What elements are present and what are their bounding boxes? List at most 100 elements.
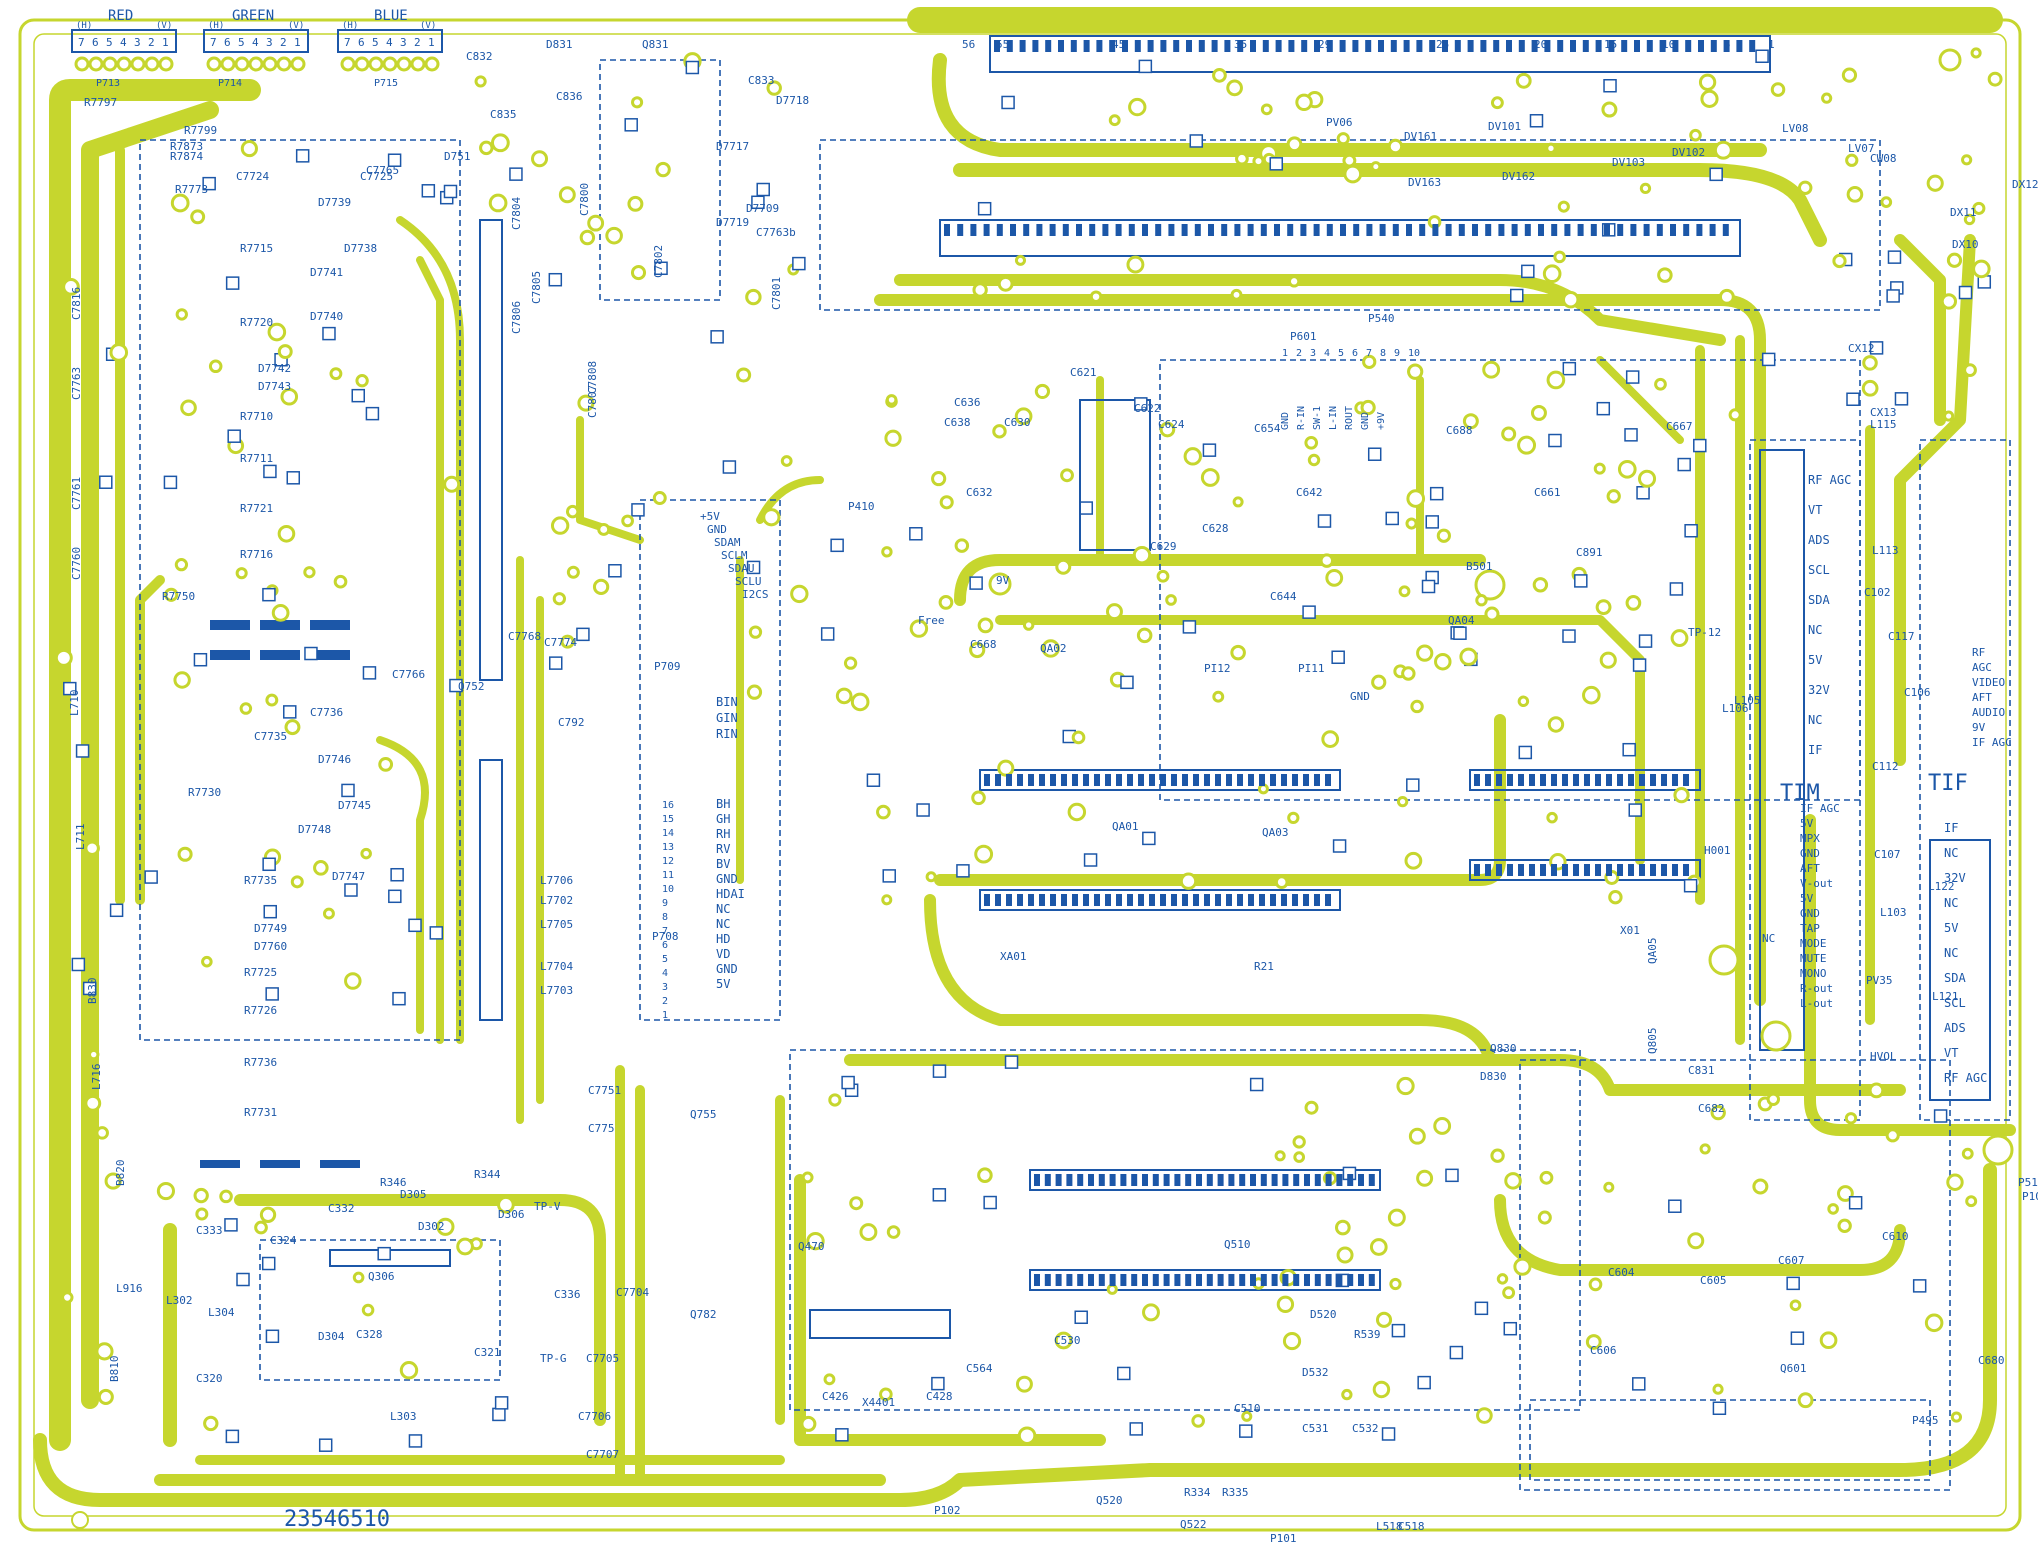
component-ref-label: C530 — [1054, 1334, 1081, 1347]
smd-pad — [1182, 620, 1197, 634]
component-ref-label: D7745 — [338, 799, 371, 812]
p708-pin-number: 13 — [662, 842, 674, 853]
through-hole-pad — [745, 288, 762, 306]
through-hole-pad — [1034, 383, 1051, 400]
through-hole-pad — [1625, 595, 1642, 611]
component-ref-label: Q306 — [368, 1270, 395, 1283]
component-ref-label: C107 — [1874, 848, 1901, 861]
p601-pin-number: 5 — [1338, 348, 1344, 359]
ic-pin — [1506, 40, 1512, 52]
through-hole-pad — [850, 692, 870, 712]
ic-pin — [1239, 1274, 1246, 1286]
connector-pin-pad — [276, 56, 292, 72]
through-hole-pad — [1841, 67, 1858, 83]
tif-top-signal-label: IF AGC — [1972, 736, 2012, 749]
connector-pin-pad — [88, 56, 104, 72]
p601-signal-label: R-IN — [1296, 406, 1307, 430]
through-hole-pad — [1159, 421, 1176, 438]
p708-signal-label: NC — [716, 902, 730, 916]
ic-pin — [1670, 224, 1676, 236]
smd-pad — [1134, 397, 1148, 411]
smd-pad — [932, 1188, 947, 1202]
ic-pin — [1072, 774, 1078, 786]
through-hole-pad — [109, 343, 129, 362]
component-ref-label: C630 — [1004, 416, 1031, 429]
ic-pin — [1454, 40, 1461, 52]
through-hole-pad — [1362, 354, 1377, 369]
p708-signal-label: BV — [716, 857, 730, 871]
through-hole-pad — [1054, 1331, 1073, 1350]
component-labels: R7797R7799R7873R7874R7773R7715R7720R7710… — [68, 38, 2038, 1545]
ic-pin — [1659, 40, 1666, 52]
tim-right-signal-label: 5V — [1800, 892, 1814, 905]
smd-pad — [408, 918, 422, 933]
component-ref-label: B501 — [1466, 560, 1493, 573]
p410-signal-label: +5V — [700, 510, 720, 523]
smd-pad — [1529, 114, 1544, 128]
component-ref-label: C7725 — [360, 170, 393, 183]
through-hole-pad — [992, 424, 1007, 439]
top-header-pin-number: 1 — [1768, 38, 1775, 51]
through-hole-pad — [1416, 644, 1434, 662]
component-ref-label: B830 — [86, 978, 99, 1005]
ic-pin — [1584, 864, 1590, 876]
ic-pin — [1115, 224, 1122, 236]
through-hole-pad — [884, 429, 902, 447]
component-ref-label: C654 — [1254, 422, 1281, 435]
component-ref-label: D7738 — [344, 242, 377, 255]
through-hole-pad — [977, 1167, 993, 1183]
p708-pin-number: 11 — [662, 870, 674, 881]
ic-pin — [1023, 224, 1030, 236]
ic-pin — [1646, 40, 1653, 52]
ic-pin — [1259, 894, 1265, 906]
ic-pin — [1544, 40, 1551, 52]
top-header-pin-number: 5 — [1724, 38, 1731, 51]
through-hole-pad — [886, 1225, 901, 1239]
ic-pin — [1028, 894, 1034, 906]
smd-pad — [1622, 742, 1636, 757]
smd-pad — [99, 475, 113, 489]
component-ref-label: LV08 — [1782, 122, 1809, 135]
ic-pin — [1217, 1274, 1224, 1286]
ic-pin — [1353, 224, 1360, 236]
ic-pin — [1058, 40, 1064, 52]
component-ref-label: L302 — [166, 1294, 193, 1307]
ic-pin — [1577, 224, 1584, 236]
component-ref-label: C7735 — [254, 730, 287, 743]
through-hole-pad — [1588, 1277, 1603, 1292]
component-ref-label: C7706 — [578, 1410, 611, 1423]
smd-pad — [1693, 438, 1707, 453]
top-header-pin-number: 15 — [1604, 38, 1617, 51]
smd-pad — [144, 870, 158, 884]
smd-pad — [236, 1272, 250, 1287]
component-ref-label: XA01 — [1000, 950, 1027, 963]
ic-pin — [1149, 774, 1155, 786]
ic-pin — [1445, 224, 1452, 236]
component-ref-label: C7724 — [236, 170, 269, 183]
component-ref-label: C605 — [1700, 1274, 1727, 1287]
p601-label: P601 — [1290, 330, 1317, 343]
ic-pin — [1006, 894, 1012, 906]
through-hole-pad — [1336, 132, 1350, 146]
component-ref-label: D306 — [498, 1208, 525, 1221]
through-hole-pad — [1718, 288, 1735, 305]
ic-pin — [1339, 40, 1346, 52]
ic-pin — [1303, 894, 1309, 906]
through-hole-pad — [971, 790, 986, 806]
smd-pad — [835, 1428, 849, 1442]
through-hole-pad — [1041, 639, 1060, 658]
through-hole-pad — [938, 595, 954, 610]
ic-pin — [1234, 224, 1241, 236]
through-hole-pad — [322, 907, 335, 920]
through-hole-pad — [1142, 1303, 1160, 1322]
through-hole-pad — [746, 684, 763, 700]
through-hole-pad — [1885, 1128, 1900, 1143]
ic-pin — [1193, 894, 1199, 906]
ic-pin — [1293, 1174, 1300, 1186]
component-ref-label: PV35 — [1866, 974, 1893, 987]
ic-pin — [1656, 224, 1663, 236]
tif-top-signal-label: AGC — [1972, 661, 1992, 674]
component-ref-label: PI12 — [1204, 662, 1231, 675]
smd-pad — [1761, 352, 1776, 367]
